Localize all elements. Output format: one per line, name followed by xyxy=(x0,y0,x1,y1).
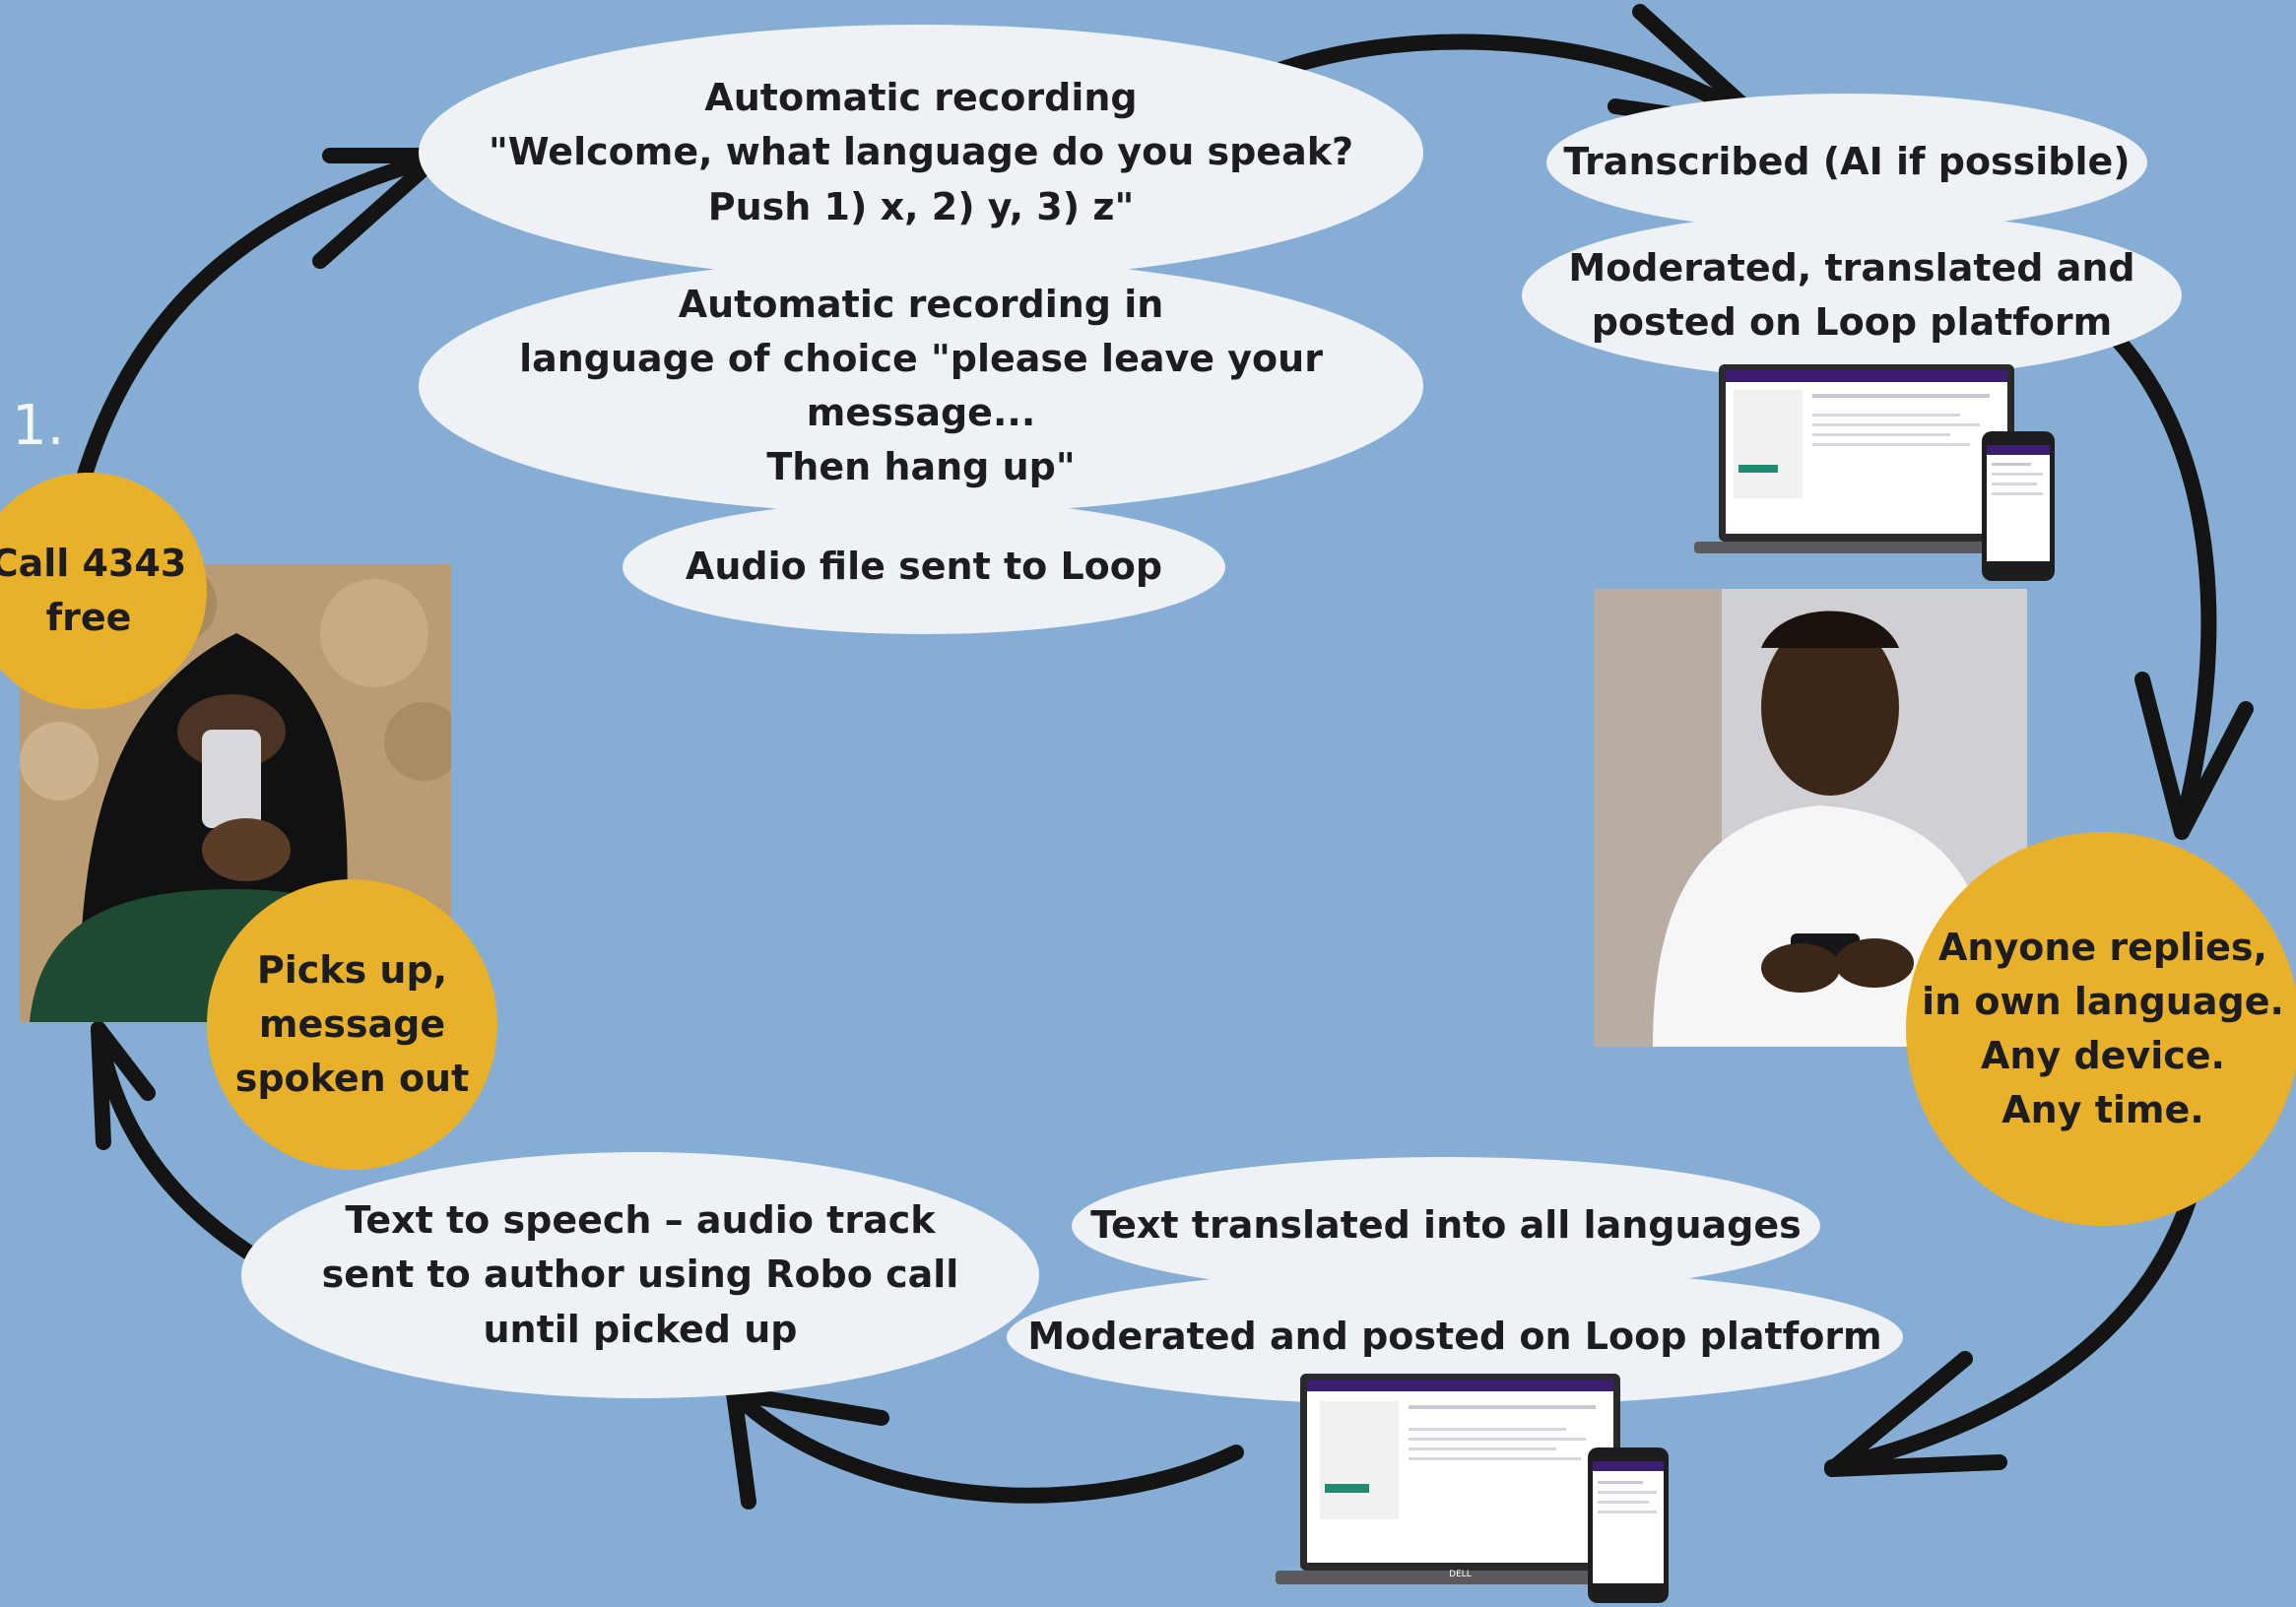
arrow-bottom-right xyxy=(1824,1139,2209,1475)
arrowhead-left xyxy=(91,1021,156,1150)
call-free-circle: Call 4343 free xyxy=(0,473,207,709)
moderated-translated-bubble: Moderated, translated and posted on Loop… xyxy=(1522,212,2182,379)
arrowhead-right xyxy=(2134,672,2254,840)
leave-message-bubble: Automatic recording in language of choic… xyxy=(419,258,1423,514)
audio-sent-bubble: Audio file sent to Loop xyxy=(623,500,1225,634)
laptop-device-bottom: DELL xyxy=(1276,1374,1645,1595)
welcome-recording-bubble: Automatic recording "Welcome, what langu… xyxy=(419,25,1423,281)
phone-device-top xyxy=(1982,431,2055,581)
text-to-speech-bubble: Text to speech – audio track sent to aut… xyxy=(241,1152,1039,1398)
arrowhead-bottom-right xyxy=(1824,1351,2007,1477)
step-number: 1. xyxy=(12,394,65,458)
laptop-device-top xyxy=(1694,364,2039,561)
phone-device-bottom xyxy=(1588,1447,1669,1603)
picks-up-circle: Picks up, message spoken out xyxy=(207,879,497,1170)
arrow-right xyxy=(2105,327,2217,835)
laptop-brand-label: DELL xyxy=(1449,1570,1472,1579)
arrow-top-left xyxy=(69,150,446,510)
transcribed-bubble: Transcribed (AI if possible) xyxy=(1546,94,2147,231)
anyone-replies-circle: Anyone replies, in own language. Any dev… xyxy=(1906,832,2296,1226)
arrow-bottom xyxy=(726,1385,1244,1504)
moderated-posted-bubble: Moderated and posted on Loop platform xyxy=(1007,1268,1903,1406)
